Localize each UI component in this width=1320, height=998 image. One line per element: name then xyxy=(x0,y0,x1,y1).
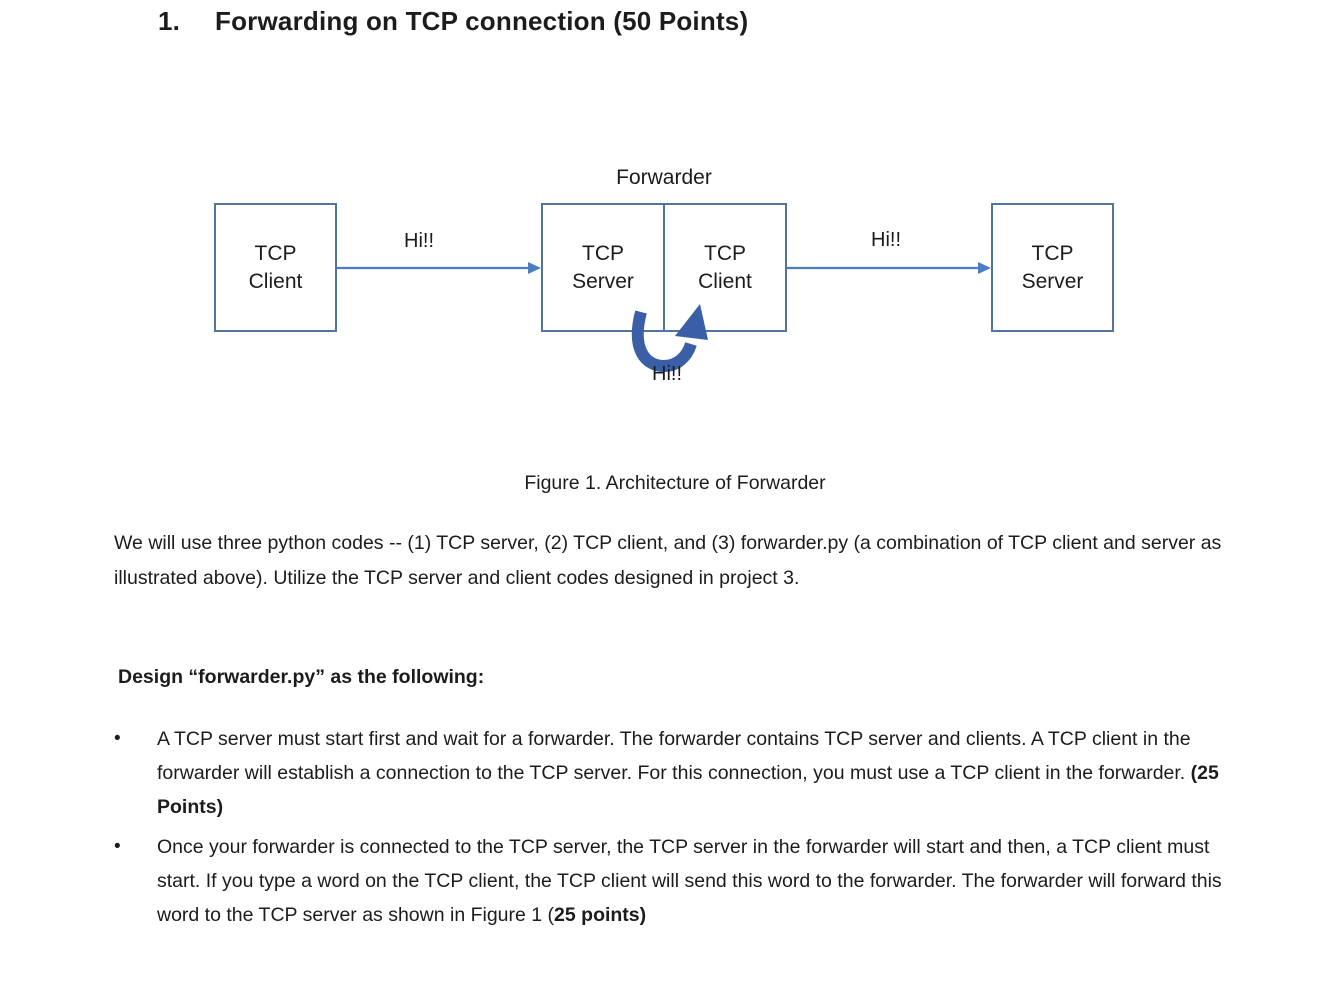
arrowhead-icon xyxy=(978,262,991,274)
bullet-item: • Once your forwarder is connected to th… xyxy=(114,830,1249,932)
design-heading: Design “forwarder.py” as the following: xyxy=(118,666,485,688)
bullet-marker-icon: • xyxy=(114,836,121,857)
box-forwarder-tcp-server: TCP Server xyxy=(541,203,665,332)
box-label-line: Server xyxy=(1021,269,1084,293)
box-label-line: TCP xyxy=(254,241,297,265)
box-label-line: Server xyxy=(572,269,634,293)
page-title: 1. Forwarding on TCP connection (50 Point… xyxy=(158,6,748,37)
bullet-item: • A TCP server must start first and wait… xyxy=(114,722,1249,824)
box-label-line: TCP xyxy=(704,241,746,265)
bullet-text: Once your forwarder is connected to the … xyxy=(157,836,1222,926)
box-label-line: TCP xyxy=(1031,241,1074,265)
bullet-marker-icon: • xyxy=(114,728,121,749)
bullet-list: • A TCP server must start first and wait… xyxy=(114,722,1249,938)
figure-forwarder-diagram: Forwarder TCP Client TCP Server TCP Clie… xyxy=(0,150,1320,470)
message-label-left: Hi!! xyxy=(404,230,434,252)
title-number: 1. xyxy=(158,6,181,36)
loop-message-label: Hi!! xyxy=(652,363,682,385)
box-label-line: Client xyxy=(248,269,303,293)
forwarder-group-label: Forwarder xyxy=(616,166,712,189)
box-label-line: Client xyxy=(698,269,752,293)
box-label-line: TCP xyxy=(582,241,624,265)
intro-paragraph: We will use three python codes -- (1) TC… xyxy=(114,532,1222,589)
points-emphasis: 25 points) xyxy=(554,904,647,926)
message-label-right: Hi!! xyxy=(871,229,901,251)
box-tcp-client-left: TCP Client xyxy=(214,203,337,332)
title-text: Forwarding on TCP connection (50 Points) xyxy=(215,6,749,36)
box-forwarder-tcp-client: TCP Client xyxy=(663,203,787,332)
points-emphasis: (25 Points) xyxy=(157,762,1219,818)
bullet-text: A TCP server must start first and wait f… xyxy=(157,728,1219,818)
figure-caption: Figure 1. Architecture of Forwarder xyxy=(524,472,826,494)
arrowhead-icon xyxy=(528,262,541,274)
box-tcp-server-right: TCP Server xyxy=(991,203,1114,332)
